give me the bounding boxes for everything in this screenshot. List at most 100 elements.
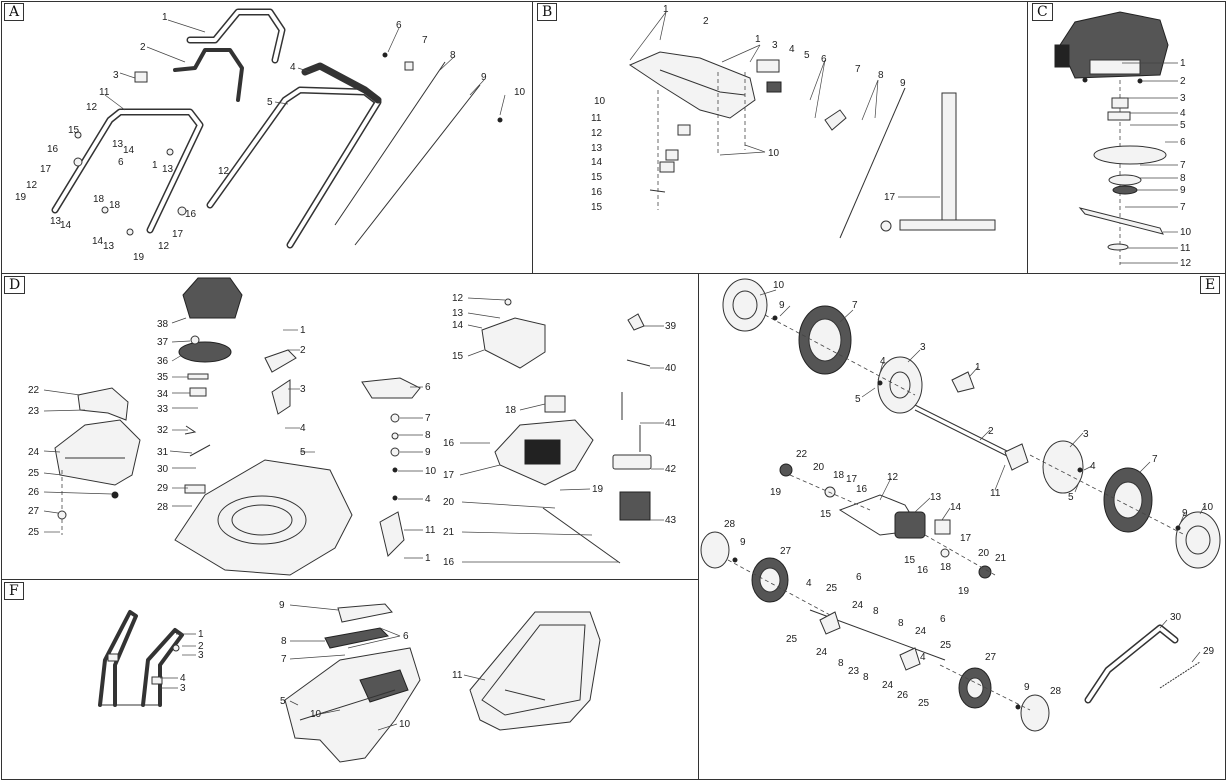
callout-d-35: 35 <box>157 372 169 383</box>
cable-8 <box>334 61 446 226</box>
callout-e-5: 5 <box>855 394 861 405</box>
callout-a-1b: 1 <box>152 160 158 171</box>
callout-e-9c: 9 <box>740 537 746 548</box>
panel-c-label: C <box>1032 3 1053 21</box>
callout-a-12: 12 <box>86 102 98 113</box>
key-18 <box>544 395 566 413</box>
callout-d-19: 19 <box>592 484 604 495</box>
handle-console <box>628 51 756 119</box>
callout-b-8: 8 <box>878 70 884 81</box>
callout-f-9: 9 <box>279 600 285 611</box>
charger-42 <box>612 454 652 470</box>
callout-b-9: 9 <box>900 78 906 89</box>
callout-e-23: 23 <box>848 666 860 677</box>
callout-c-7b: 7 <box>1180 202 1186 213</box>
callout-d-43: 43 <box>665 515 677 526</box>
side-frame-left <box>98 610 138 707</box>
callout-d-24: 24 <box>28 447 40 458</box>
callout-f-6: 6 <box>403 631 409 642</box>
callout-d-21: 21 <box>443 527 455 538</box>
callout-d-7: 7 <box>425 413 431 424</box>
switch-4 <box>766 81 782 93</box>
callout-b-7: 7 <box>855 64 861 75</box>
callout-a-6b: 6 <box>118 157 124 168</box>
callout-d-10: 10 <box>425 466 437 477</box>
callout-c-11: 11 <box>1180 243 1191 254</box>
callout-a-18b: 18 <box>109 200 121 211</box>
callout-c-9: 9 <box>1180 185 1186 196</box>
callout-e-27: 27 <box>780 546 792 557</box>
callout-e-8d: 8 <box>898 618 904 629</box>
callout-e-24: 24 <box>852 600 864 611</box>
handle-second-bar <box>173 48 244 102</box>
callout-e-10b: 10 <box>1202 502 1214 513</box>
callout-d-1: 1 <box>300 325 306 336</box>
callout-e-28b: 28 <box>1050 686 1062 697</box>
callout-d-28: 28 <box>157 502 169 513</box>
panel-c-drawing: 1 2 3 4 5 6 7 8 9 7 10 11 12 <box>1054 11 1192 269</box>
cover-e1 <box>951 371 975 393</box>
engine-cover <box>182 277 243 319</box>
callout-d-25b: 25 <box>28 527 40 538</box>
callout-e-3b: 3 <box>1083 429 1089 440</box>
callout-e-26: 26 <box>897 690 909 701</box>
callout-b-10: 10 <box>594 96 606 107</box>
callout-c-12: 12 <box>1180 258 1192 269</box>
callout-c-5: 5 <box>1180 120 1186 131</box>
callout-e-16: 16 <box>856 484 868 495</box>
callout-b-1b: 1 <box>755 34 761 45</box>
bracket-11 <box>379 511 405 557</box>
callout-d-36: 36 <box>157 356 169 367</box>
callout-d-6: 6 <box>425 382 431 393</box>
callout-e-4c: 4 <box>806 578 812 589</box>
callout-a-11: 11 <box>99 87 110 98</box>
callout-b-15b: 15 <box>591 202 603 213</box>
callout-d-1b: 1 <box>425 553 431 564</box>
harness-tube <box>941 92 957 224</box>
callout-d-23: 23 <box>28 406 40 417</box>
callout-e-28: 28 <box>724 519 736 530</box>
callout-e-25c: 25 <box>918 698 930 709</box>
top-trim-9 <box>337 603 393 623</box>
callout-a-9: 9 <box>481 72 487 83</box>
pulley-22 <box>779 463 793 477</box>
callout-a-13d: 13 <box>103 241 115 252</box>
fan-plate <box>1093 145 1167 165</box>
callout-d-12: 12 <box>452 293 464 304</box>
callout-e-20b: 20 <box>978 548 990 559</box>
callout-a-14b: 14 <box>60 220 72 231</box>
callout-e-29: 29 <box>1203 646 1215 657</box>
callout-d-8: 8 <box>425 430 431 441</box>
callout-d-16b: 16 <box>443 557 455 568</box>
callout-f-11: 11 <box>452 670 463 681</box>
console-cover <box>756 59 780 73</box>
callout-f-2: 2 <box>198 641 204 652</box>
callout-e-19: 19 <box>770 487 782 498</box>
side-frame-right <box>141 628 184 707</box>
panel-e-drawing: 10 9 7 4 3 5 1 2 11 3 4 5 7 9 10 22 20 1… <box>700 278 1221 732</box>
callout-d-30: 30 <box>157 464 169 475</box>
callout-e-20: 20 <box>813 462 825 473</box>
hubcap-e10 <box>722 278 768 332</box>
callout-e-14: 14 <box>950 502 962 513</box>
callout-e-2: 2 <box>988 426 994 437</box>
callout-e-12: 12 <box>887 472 899 483</box>
callout-a-12b: 12 <box>218 166 230 177</box>
callout-d-27: 27 <box>28 506 40 517</box>
callout-b-15: 15 <box>591 172 603 183</box>
cover-strip-8 <box>324 627 390 649</box>
callout-a-12d: 12 <box>158 241 170 252</box>
callout-e-24c: 24 <box>882 680 894 691</box>
callout-e-4d: 4 <box>920 652 926 663</box>
callout-b-5: 5 <box>804 50 810 61</box>
callout-d-9: 9 <box>425 447 431 458</box>
panel-b-label: B <box>537 3 558 21</box>
callout-b-11: 11 <box>591 113 602 124</box>
callout-e-8b: 8 <box>838 658 844 669</box>
gear-cover-3 <box>877 356 923 414</box>
callout-a-13c: 13 <box>50 216 62 227</box>
battery-holder <box>481 317 546 369</box>
callout-c-4: 4 <box>1180 108 1186 119</box>
